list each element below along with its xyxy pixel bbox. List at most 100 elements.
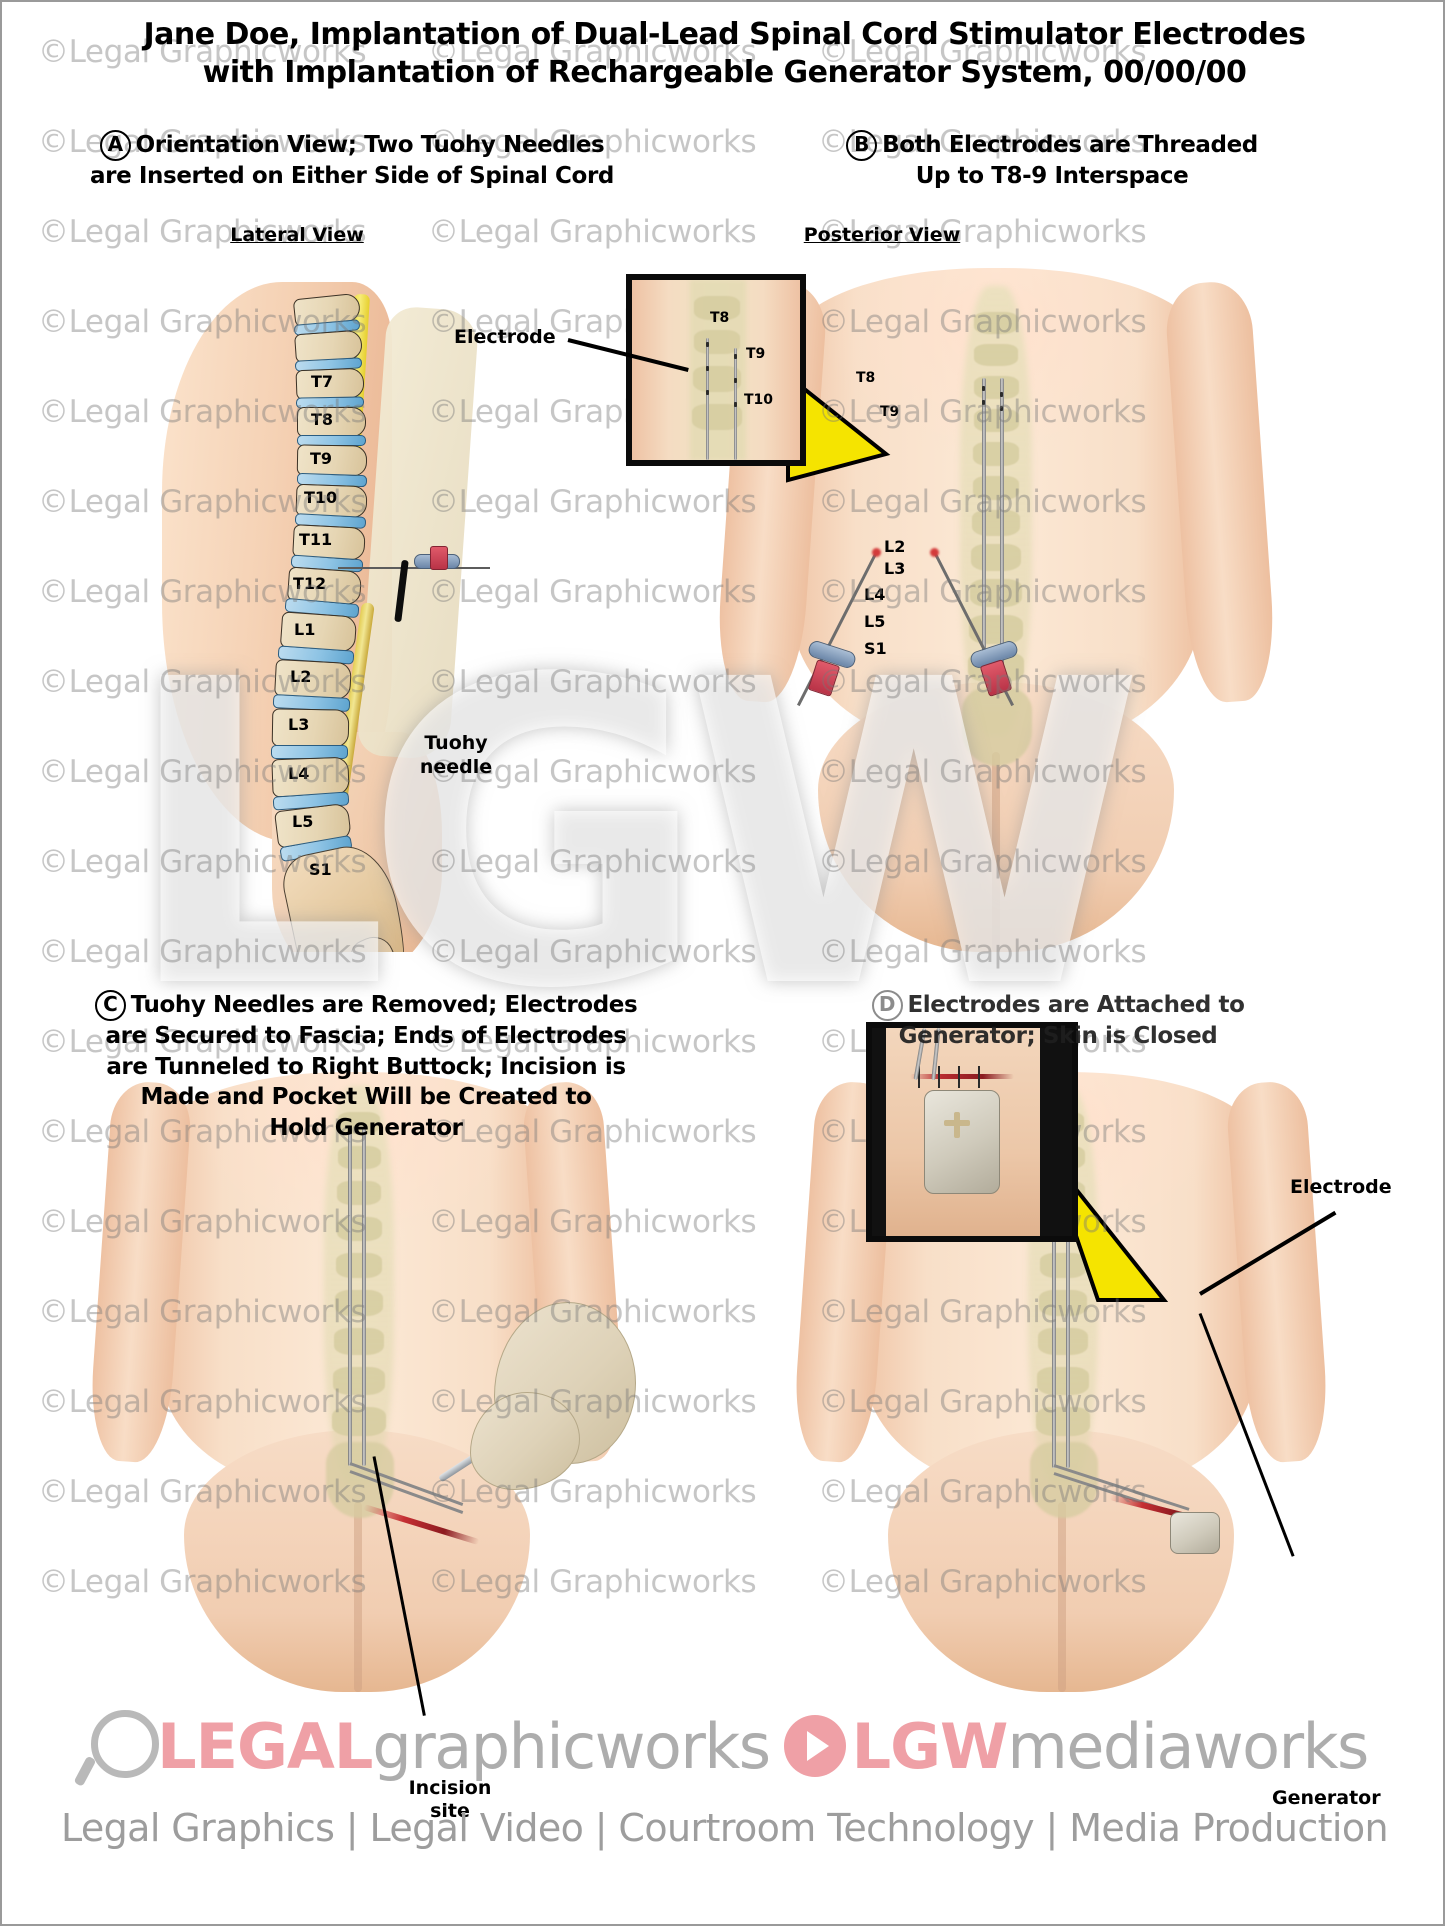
panel-c-caption-line-1: Tuohy Needles are Removed; Electrodes bbox=[130, 992, 638, 1018]
vertebra-label-s1: S1 bbox=[309, 860, 332, 879]
gluteal-cleft-d bbox=[1058, 1502, 1066, 1692]
inset-electrode-left bbox=[706, 338, 709, 460]
panel-b-caption-line-1: Both Electrodes are Threaded bbox=[882, 132, 1258, 158]
vertebra-label-l4: L4 bbox=[288, 764, 310, 783]
posterior-vertebra bbox=[972, 510, 1020, 536]
electrode-lead-right-d bbox=[1066, 1128, 1070, 1468]
callout-tuohy-needle: Tuohy needle bbox=[390, 732, 522, 780]
footer-tagline: Legal Graphics | Legal Video | Courtroom… bbox=[60, 1806, 1389, 1850]
electrode-lead-left-c bbox=[348, 1128, 352, 1466]
electrode-lead-left-d bbox=[1052, 1128, 1056, 1468]
entry-point-left bbox=[872, 548, 881, 557]
posterior-vertebra bbox=[1036, 1407, 1090, 1436]
callout-incision-site-line-1: Incision bbox=[408, 1777, 492, 1799]
electrode-contact bbox=[1000, 392, 1003, 397]
vertebra-label-l1: L1 bbox=[294, 620, 316, 639]
title-line-1: Jane Doe, Implantation of Dual-Lead Spin… bbox=[143, 17, 1306, 52]
posterior-sacrum bbox=[962, 688, 1032, 766]
gluteal-cleft bbox=[992, 752, 1000, 952]
panel-a-caption-line-2: are Inserted on Either Side of Spinal Co… bbox=[90, 163, 614, 189]
posterior-vertebra bbox=[337, 1181, 381, 1205]
posterior-vertebra bbox=[1039, 1290, 1087, 1316]
vertebra-label-t8: T8 bbox=[311, 410, 334, 429]
callout-electrode-b: Electrode bbox=[454, 326, 556, 348]
posterior-vertebra bbox=[1038, 1328, 1088, 1355]
posterior-vertebra bbox=[332, 1407, 386, 1436]
callout-electrode-d: Electrode bbox=[1290, 1176, 1392, 1198]
callout-tuohy-needle-line-2: needle bbox=[419, 755, 493, 778]
posterior-vertebra bbox=[973, 476, 1019, 500]
panel-d-inset bbox=[866, 1022, 1078, 1242]
vertebra-label-t11: T11 bbox=[299, 530, 333, 549]
inset-generator-port bbox=[944, 1120, 970, 1126]
inset-suture bbox=[958, 1066, 960, 1088]
posterior-vertebra bbox=[1037, 1367, 1089, 1395]
posterior-vertebra bbox=[335, 1290, 383, 1316]
tuohy-needle-barrel bbox=[430, 546, 448, 570]
inset-electrode-contact bbox=[706, 390, 709, 395]
vertebra-label-t10: T10 bbox=[304, 488, 338, 507]
posterior-vertebra bbox=[333, 1367, 385, 1395]
posterior-view-label: Posterior View bbox=[803, 224, 961, 246]
inset-suture bbox=[938, 1066, 940, 1088]
panel-b-illustration: T8 T9 L2 L3 L4 L5 S1 bbox=[622, 252, 1432, 952]
logo-lgw-text: LGW bbox=[851, 1709, 1009, 1783]
callout-incision-site: Incision site bbox=[382, 1777, 518, 1823]
inset-electrode-contact bbox=[734, 354, 737, 359]
inset-label-t9: T9 bbox=[746, 346, 766, 362]
inset-label-t8: T8 bbox=[710, 310, 730, 326]
logo-legal-text: LEGAL bbox=[157, 1709, 373, 1783]
page-title: Jane Doe, Implantation of Dual-Lead Spin… bbox=[2, 16, 1445, 93]
vertebra-label-t12: T12 bbox=[293, 574, 327, 593]
panel-d-caption-line-1: Electrodes are Attached to bbox=[907, 992, 1245, 1018]
surgeon-thumb bbox=[470, 1392, 580, 1490]
inset-vertebra bbox=[693, 366, 741, 392]
panel-d-zoom-wedge bbox=[1046, 1152, 1169, 1302]
inset-incision bbox=[910, 1074, 1014, 1079]
panel-b-inset: T8 T9 T10 bbox=[626, 274, 806, 466]
inset-vertebra bbox=[694, 330, 740, 354]
panel-c-caption-line-2: are Secured to Fascia; Ends of Electrode… bbox=[105, 1023, 627, 1049]
panel-a-illustration: T7 T8 T9 T10 T11 T12 L1 L2 L3 L4 L5 S1 bbox=[122, 252, 582, 952]
callout-tuohy-needle-line-1: Tuohy bbox=[424, 732, 488, 754]
electrode-contact bbox=[982, 400, 985, 405]
posterior-label-s1: S1 bbox=[864, 639, 887, 658]
gluteal-cleft-c bbox=[354, 1502, 362, 1692]
watermark: ©Legal Graphicworks bbox=[428, 214, 757, 250]
inset-vertebra bbox=[694, 296, 740, 320]
vertebra-body-l3 bbox=[271, 708, 350, 748]
vertebra-label-t7: T7 bbox=[311, 372, 334, 391]
posterior-vertebra bbox=[337, 1217, 382, 1241]
panel-b-caption-line-2: Up to T8-9 Interspace bbox=[915, 163, 1189, 189]
panel-b-letter: B bbox=[846, 130, 878, 161]
electrode-contact bbox=[1000, 406, 1003, 411]
posterior-vertebra bbox=[970, 579, 1022, 607]
panel-c-illustration bbox=[42, 1072, 702, 1692]
panel-d-caption-line-2: Generator; Skin is Closed bbox=[898, 1023, 1218, 1049]
vertebra-label-l3: L3 bbox=[288, 715, 310, 734]
posterior-label-l4: L4 bbox=[864, 585, 886, 604]
inset-generator bbox=[924, 1090, 1000, 1194]
posterior-sacrum-d bbox=[1030, 1442, 1098, 1518]
callout-incision-site-line-2: site bbox=[430, 1799, 470, 1822]
panel-a-letter: A bbox=[99, 130, 131, 161]
inset-electrode-contact bbox=[706, 342, 709, 347]
panel-c-caption-line-3: are Tunneled to Right Buttock; Incision … bbox=[106, 1053, 626, 1080]
inset-label-t10: T10 bbox=[744, 392, 774, 408]
electrode-lead-right bbox=[1000, 378, 1004, 678]
inset-vertebra bbox=[692, 404, 742, 430]
inset-suture bbox=[978, 1066, 980, 1088]
panel-b-zoom-wedge bbox=[786, 371, 891, 483]
panel-a-caption-line-1: Orientation View; Two Tuohy Needles bbox=[135, 132, 605, 158]
panel-d-letter: D bbox=[871, 990, 903, 1021]
electrode-lead-left bbox=[982, 378, 986, 678]
panel-c-caption-line-5: Hold Generator bbox=[269, 1114, 463, 1141]
logo-mediaworks-text: mediaworks bbox=[1007, 1709, 1369, 1783]
posterior-vertebra bbox=[1040, 1253, 1086, 1278]
entry-point-right bbox=[930, 548, 939, 557]
